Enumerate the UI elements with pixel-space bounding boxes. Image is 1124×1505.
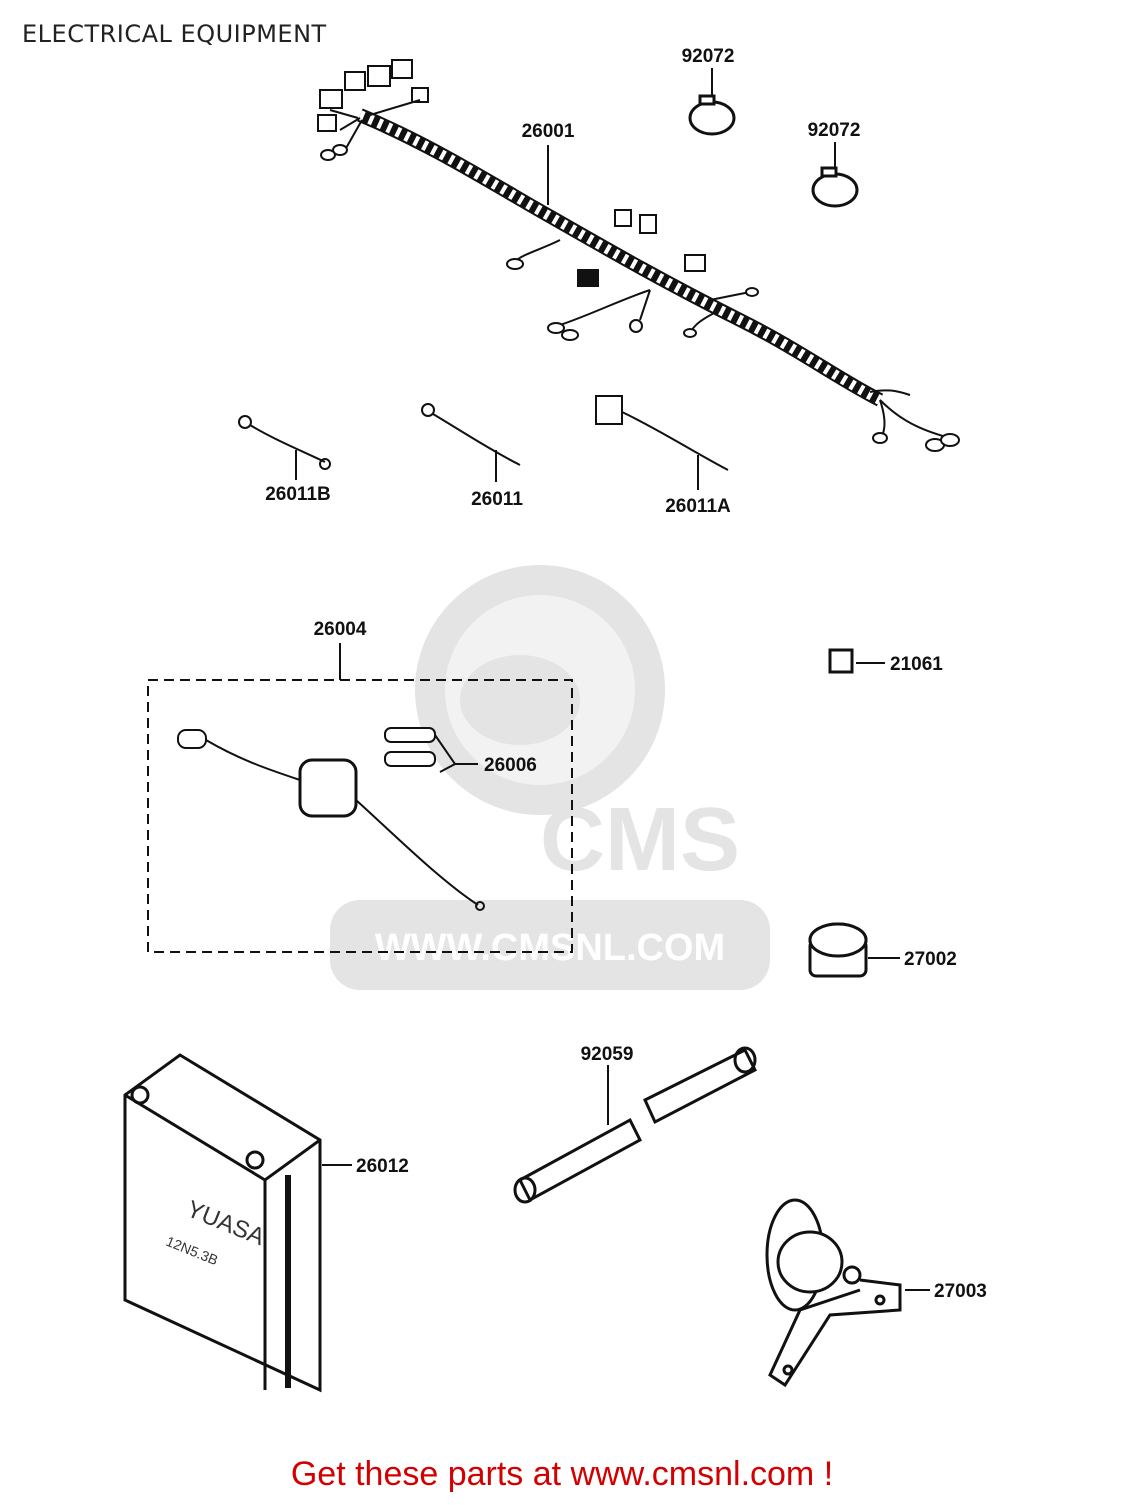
label-26011b: 26011B [265, 484, 331, 505]
label-26001: 26001 [522, 121, 575, 142]
lead-26011 [421, 403, 521, 482]
fuse-holder-group [147, 643, 573, 953]
watermark-brand: CMS [540, 790, 740, 890]
relay-21061 [828, 648, 885, 674]
label-26012: 26012 [356, 1156, 409, 1177]
horn-27003 [765, 1198, 930, 1388]
battery-26012 [123, 1053, 352, 1393]
label-26011a: 26011A [665, 496, 731, 517]
label-92072-a: 92072 [682, 46, 735, 67]
watermark-url: WWW.CMSNL.COM [375, 927, 725, 969]
label-21061: 21061 [890, 654, 943, 675]
cms-watermark: WWW.CMSNL.COM CMS [330, 565, 770, 990]
label-92072-b: 92072 [808, 120, 861, 141]
label-27002: 27002 [904, 949, 957, 970]
label-92059: 92059 [581, 1044, 634, 1065]
clamp-1 [688, 68, 736, 136]
tube-92059 [513, 1046, 758, 1204]
clamp-2 [811, 142, 859, 208]
diagram-title: ELECTRICAL EQUIPMENT [22, 20, 327, 48]
label-26004: 26004 [314, 619, 367, 640]
label-27003: 27003 [934, 1281, 987, 1302]
footer-link[interactable]: Get these parts at www.cmsnl.com ! [290, 1455, 834, 1493]
wiring-harness [317, 59, 960, 452]
lead-26011a [595, 395, 729, 490]
lead-26011b [238, 415, 331, 480]
label-26011: 26011 [471, 489, 523, 510]
label-26006: 26006 [484, 755, 537, 776]
flasher-27002 [808, 922, 900, 978]
